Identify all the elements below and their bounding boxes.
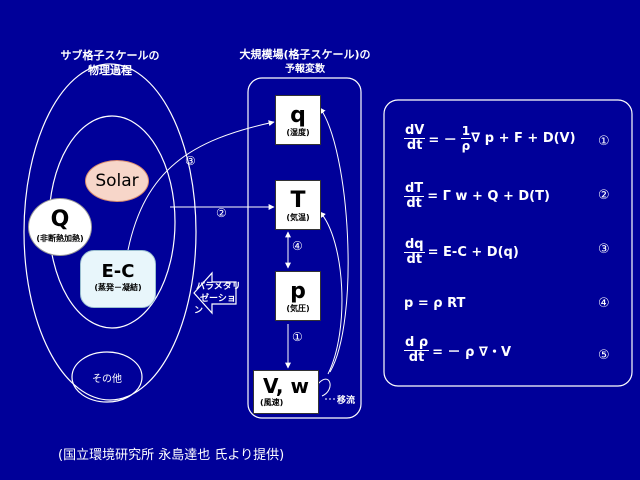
var-p-symbol: p bbox=[290, 279, 306, 304]
equation-4: p = ρ RT bbox=[404, 296, 466, 311]
solar-label: Solar bbox=[95, 171, 139, 191]
var-v-sub: (風速) bbox=[260, 398, 284, 407]
var-t-sub: (気温) bbox=[286, 213, 310, 222]
center-box bbox=[247, 77, 362, 419]
var-q-box: q (湿度) bbox=[275, 95, 321, 145]
center-title: 大規模場(格子スケール)の 予報変数 bbox=[239, 48, 371, 75]
var-t-box: T (気温) bbox=[275, 180, 321, 230]
other-ellipse bbox=[71, 351, 143, 403]
var-p-sub: (気圧) bbox=[286, 304, 310, 313]
var-p-box: p (気圧) bbox=[275, 271, 321, 321]
equation-3-number: ③ bbox=[598, 242, 610, 257]
q-heating-node: Q (非断熱加熱) bbox=[28, 198, 92, 256]
equation-4-number: ④ bbox=[598, 296, 610, 311]
ec-symbol: E-C bbox=[101, 261, 135, 282]
marker-4: ④ bbox=[292, 239, 303, 253]
equation-1-number: ① bbox=[598, 134, 610, 149]
advection-label: 移流 bbox=[337, 396, 356, 406]
q-heating-sub: (非断熱加熱) bbox=[36, 234, 84, 243]
var-t-symbol: T bbox=[290, 188, 306, 213]
var-q-sub: (湿度) bbox=[286, 128, 310, 137]
q-heating-symbol: Q bbox=[50, 207, 70, 232]
credit-text: (国立環境研究所 永島達也 氏より提供) bbox=[58, 448, 285, 463]
solar-node: Solar bbox=[85, 160, 149, 202]
marker-2: ② bbox=[216, 206, 227, 220]
parametrization-arrow bbox=[193, 271, 237, 315]
advection-loop bbox=[317, 378, 331, 397]
var-v-box: V, w (風速) bbox=[253, 370, 319, 414]
var-q-symbol: q bbox=[290, 103, 306, 128]
equation-2-number: ② bbox=[598, 188, 610, 203]
marker-3: ③ bbox=[185, 154, 196, 168]
equation-box bbox=[383, 99, 633, 387]
other-label: その他 bbox=[92, 374, 122, 385]
ec-node: E-C (蒸発－凝結) bbox=[80, 250, 156, 308]
left-title: サブ格子スケールの 物理過程 bbox=[60, 49, 160, 77]
arrow-ec-to-q bbox=[127, 120, 275, 251]
arrow-v-to-t bbox=[319, 211, 343, 375]
ec-sub: (蒸発－凝結) bbox=[94, 283, 142, 292]
marker-1: ① bbox=[292, 330, 303, 344]
arrow-v-to-q bbox=[319, 107, 349, 373]
equation-5-number: ⑤ bbox=[598, 348, 610, 363]
parametrization-label: パラメタリ ゼーショ ン bbox=[194, 282, 241, 316]
var-v-symbol: V, w bbox=[263, 374, 309, 398]
outer-ellipse bbox=[23, 63, 197, 401]
